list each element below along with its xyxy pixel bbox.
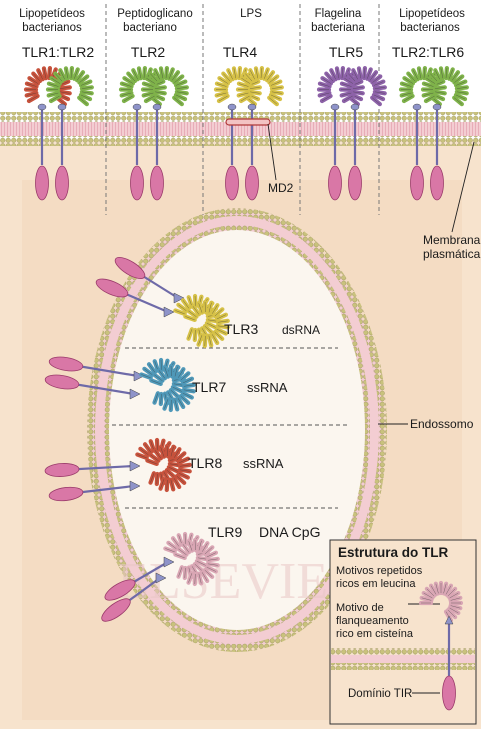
ligand-4-line1: Flagelina <box>315 8 362 20</box>
inset-cys-line2: flanqueamento <box>336 615 409 627</box>
inset-title: Estrutura do TLR <box>338 545 448 560</box>
ligand-labels: Lipopetídeos bacterianos Peptidoglicano … <box>19 8 465 34</box>
md2-label: MD2 <box>268 181 294 195</box>
tlr3-label: TLR3 <box>224 321 258 337</box>
tlr8-label: TLR8 <box>188 455 222 471</box>
receptor-tlr2-tlr6-label: TLR2:TLR6 <box>392 44 465 60</box>
surface-receptor-labels: TLR1:TLR2 TLR2 TLR4 TLR5 TLR2:TLR6 <box>22 44 465 60</box>
inset-cys-line1: Motivo de <box>336 602 384 614</box>
inset-tir-label: Domínio TIR <box>348 688 412 700</box>
ligand-5-line2: bacterianos <box>400 22 460 34</box>
tlr8-ligand: ssRNA <box>243 456 284 471</box>
ligand-2-line2: bacteriano <box>123 22 177 34</box>
ligand-4-line2: bacteriana <box>311 22 365 34</box>
membrane-label-line1: Membrana <box>423 233 481 247</box>
tlr9-ligand: DNA CpG <box>259 524 320 540</box>
tlr7-label: TLR7 <box>192 379 226 395</box>
receptor-tlr1-tlr2-label: TLR1:TLR2 <box>22 44 95 60</box>
ligand-1-line2: bacterianos <box>22 22 82 34</box>
tlr7-ligand: ssRNA <box>247 380 288 395</box>
receptor-tlr2-label: TLR2 <box>131 44 165 60</box>
tlr-structure-inset: Estrutura do TLR Motivos repetidos ricos… <box>330 540 476 724</box>
inset-lrr-line1: Motivos repetidos <box>336 565 423 577</box>
inset-lrr-line2: ricos em leucina <box>336 578 416 590</box>
inset-cys-line3: rico em cisteína <box>336 628 414 640</box>
plasma-membrane <box>0 112 481 146</box>
tlr9-label: TLR9 <box>208 524 242 540</box>
membrane-label-line2: plasmática <box>423 247 481 261</box>
ligand-3-line1: LPS <box>240 8 262 20</box>
endosome-label-text: Endossomo <box>410 417 474 431</box>
ligand-2-line1: Peptidoglicano <box>117 8 192 20</box>
receptor-tlr4-label: TLR4 <box>223 44 257 60</box>
receptor-tlr5-label: TLR5 <box>329 44 363 60</box>
ligand-1-line1: Lipopetídeos <box>19 8 85 20</box>
tlr3-ligand: dsRNA <box>282 323 320 337</box>
ligand-5-line1: Lipopetídeos <box>399 8 465 20</box>
